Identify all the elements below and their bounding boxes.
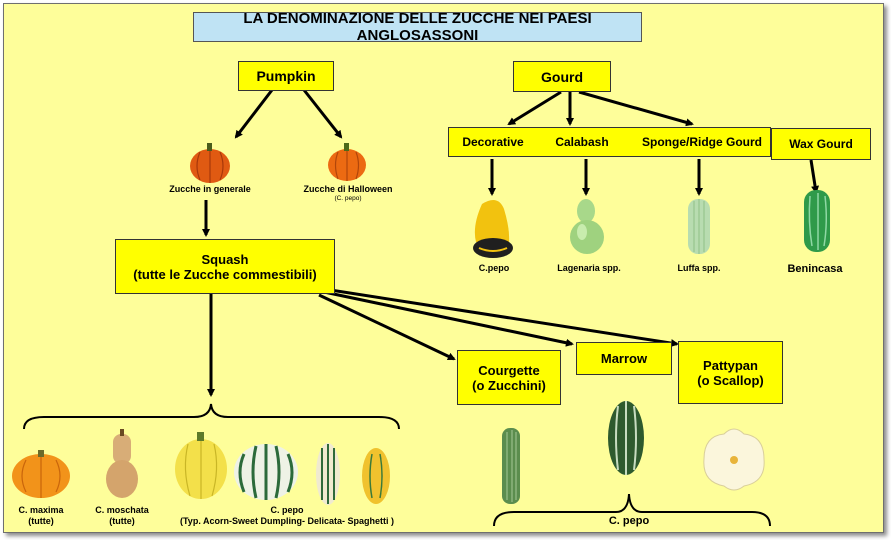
cmaxima-sub: (tutte) <box>28 516 54 527</box>
pumpkin-halloween-sub: (C. pepo) <box>334 195 362 203</box>
pumpkin-halloween-image <box>328 143 366 181</box>
connector-layer <box>12 89 830 527</box>
cpepo-delicata-image <box>316 443 340 505</box>
pattypan-image <box>703 428 765 491</box>
cpepo-sweet-dumpling-image <box>234 444 298 500</box>
cmoschata-image <box>106 429 138 498</box>
squash-node: Squash (tutte le Zucche commestibili) <box>115 239 335 294</box>
cmoschata-sub: (tutte) <box>109 516 135 527</box>
page-title: LA DENOMINAZIONE DELLE ZUCCHE NEI PAESI … <box>193 10 642 44</box>
gourd-categories-bar <box>448 127 771 157</box>
arrow-pumpkin-general <box>234 89 274 139</box>
brace-cpepo <box>493 493 771 527</box>
brace-squash-types <box>23 403 400 430</box>
luffa-image <box>688 199 710 254</box>
lagenaria-caption: Lagenaria spp. <box>557 263 621 273</box>
benincasa-caption: Benincasa <box>787 263 843 275</box>
arrow-wax-benincasa <box>809 159 820 194</box>
wax-gourd-node: Wax Gourd <box>771 128 871 160</box>
arrow-gourd-decorative <box>507 90 562 126</box>
gourd-decorative-label: Decorative <box>462 135 524 149</box>
cpepo-acorn-yellow-image <box>175 432 227 499</box>
pumpkin-general-caption: Zucche in generale <box>169 184 251 194</box>
arrow-squash-courgette <box>318 293 456 361</box>
luffa-caption: Luffa spp. <box>677 263 721 273</box>
arrow-gourd-sponge <box>578 90 694 127</box>
courgette-node: Courgette (o Zucchini) <box>457 350 561 405</box>
cpepo-spaghetti-image <box>362 448 390 504</box>
pumpkin-node: Pumpkin <box>238 61 334 91</box>
squash-subtitle: (tutte le Zucche commestibili) <box>133 266 317 282</box>
pattypan-node: Pattypan (o Scallop) <box>678 341 783 404</box>
cmaxima-caption: C. maxima (tutte) <box>6 505 76 528</box>
cpepo-decorative-image <box>473 200 513 258</box>
cmoschata-label: C. moschata <box>95 505 149 515</box>
pattypan-subtitle: (o Scallop) <box>697 372 764 388</box>
cmaxima-image <box>12 450 70 498</box>
cpepo-types-caption: C. pepo (Typ. Acorn-Sweet Dumpling- Deli… <box>154 505 420 528</box>
pumpkin-general-image <box>190 143 230 183</box>
courgette-subtitle: (o Zucchini) <box>472 377 546 393</box>
cmoschata-caption: C. moschata (tutte) <box>86 505 158 528</box>
lagenaria-image <box>570 199 604 254</box>
diagram-canvas: LA DENOMINAZIONE DELLE ZUCCHE NEI PAESI … <box>3 3 884 533</box>
cpepo-types-sub: (Typ. Acorn-Sweet Dumpling- Delicata- Sp… <box>179 516 394 527</box>
cpepo-decorative-caption: C.pepo <box>478 263 510 273</box>
gourd-calabash-label: Calabash <box>555 135 609 149</box>
pattypan-title: Pattypan <box>703 357 758 373</box>
pumpkin-halloween-caption: Zucche di Halloween (C. pepo) <box>287 184 409 203</box>
marrow-image <box>608 401 644 475</box>
courgette-title: Courgette <box>478 362 540 378</box>
cmaxima-label: C. maxima <box>18 505 64 515</box>
arrow-pumpkin-halloween <box>302 89 343 139</box>
courgette-image <box>502 428 520 504</box>
cpepo-types-label: C. pepo <box>270 505 304 515</box>
gourd-sponge-label: Sponge/Ridge Gourd <box>642 135 762 149</box>
marrow-node: Marrow <box>576 342 672 375</box>
squash-title: Squash <box>201 251 249 267</box>
benincasa-image <box>804 190 830 252</box>
arrow-squash-marrow <box>323 290 574 347</box>
cpepo-bottom-caption: C. pepo <box>608 515 650 527</box>
arrow-squash-pattypan <box>323 287 679 348</box>
pumpkin-halloween-label: Zucche di Halloween <box>303 184 393 194</box>
gourd-node: Gourd <box>513 61 611 92</box>
